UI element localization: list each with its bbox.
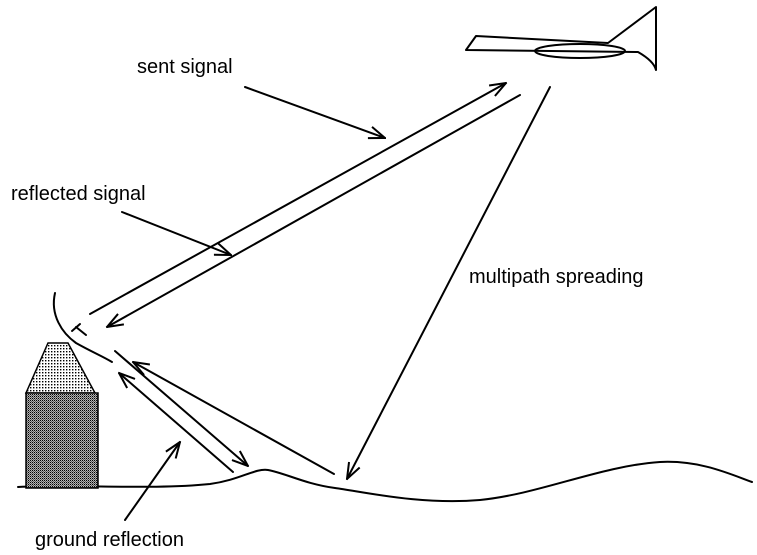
reflected-signal-pointer: [121, 211, 231, 255]
ground-reflection-label: ground reflection: [35, 529, 184, 551]
ground-reflection-pointer: [124, 442, 180, 521]
radar-tower-top: [24, 342, 97, 394]
reflected-signal-label: reflected signal: [11, 183, 146, 205]
antenna-feed: [75, 326, 87, 336]
reflected-signal-beam: [107, 94, 521, 327]
multipath-spreading-label: multipath spreading: [469, 266, 644, 288]
sent-signal-beam: [89, 83, 506, 315]
ground-path-return: [119, 373, 234, 473]
sent-signal-pointer: [244, 86, 385, 138]
antenna-feed-cap: [71, 323, 81, 332]
multipath-beam: [347, 86, 551, 479]
aircraft-body: [465, 6, 657, 71]
aircraft-radar-dome: [534, 43, 626, 59]
radar-tower-base: [25, 392, 99, 489]
ground-path-down: [114, 350, 248, 466]
ground-line: [17, 460, 753, 503]
sent-signal-label: sent signal: [137, 56, 233, 78]
aircraft: [465, 6, 657, 71]
radar-building: [24, 342, 99, 489]
ground-path-up: [133, 362, 335, 475]
radar-antenna-curve: [52, 292, 113, 363]
